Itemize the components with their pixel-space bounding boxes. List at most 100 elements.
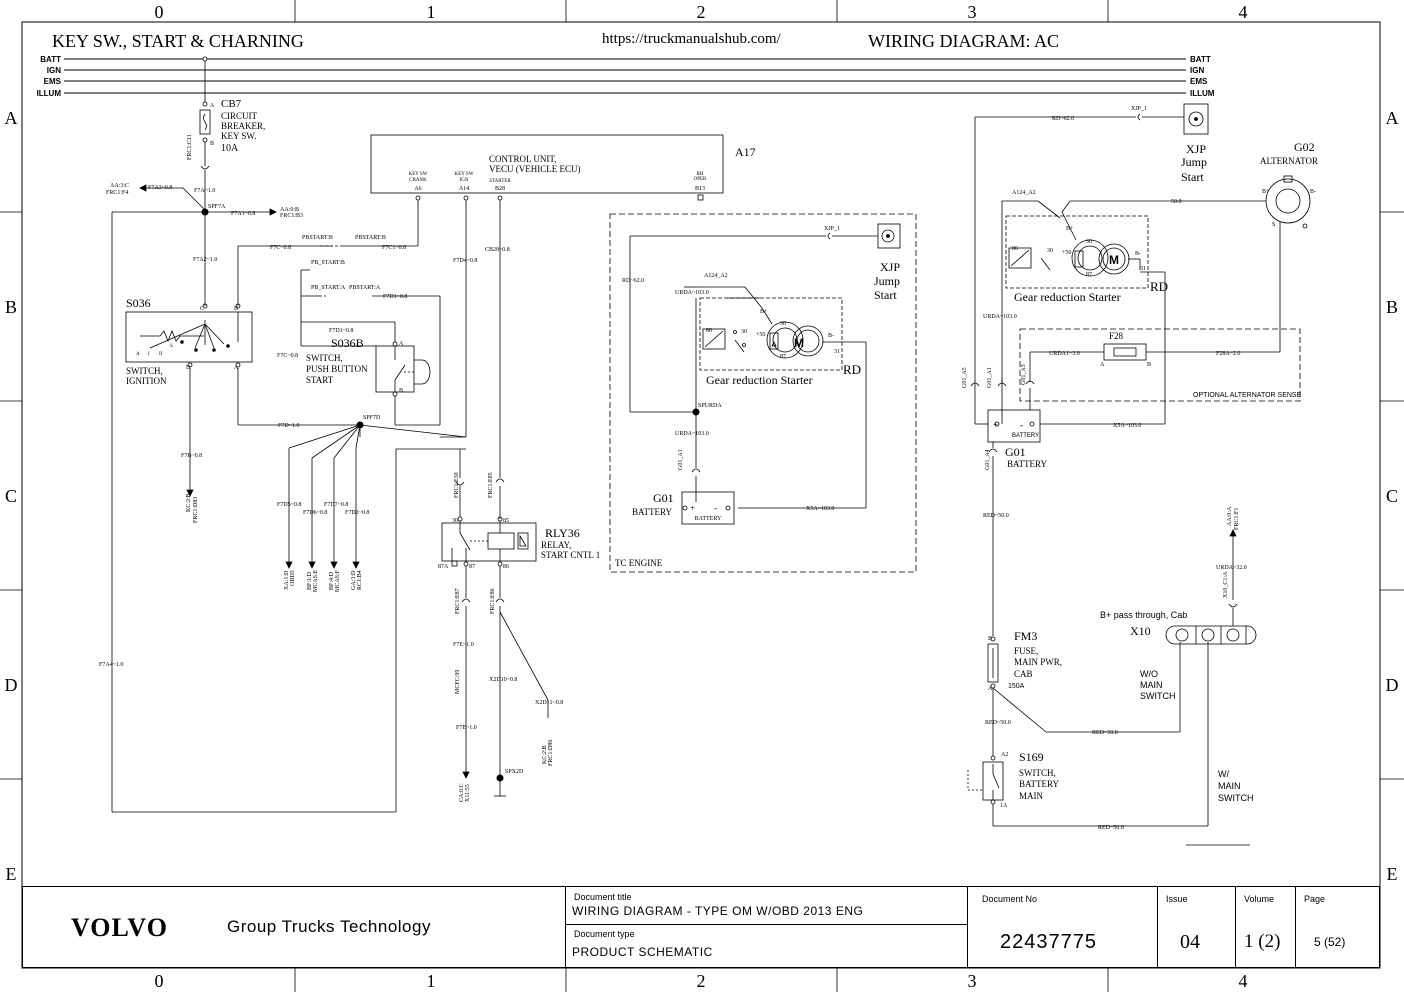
rly36-pin: 85 [503,518,509,524]
rly36-pin: 86 [503,564,509,570]
wire-label: KC:2:B [542,745,548,764]
starter-pin: 30 [1086,239,1092,245]
s036b-desc: PUSH BUTTON [306,364,368,374]
fm3-desc: CAB [1014,669,1033,679]
col-label: 4 [1239,971,1248,991]
rail-ign-label: IGN [1190,66,1204,75]
x10-label: X10 [1130,624,1151,638]
f28-pin: A [1100,362,1105,368]
starter-pin: +50 [756,332,765,338]
title-block: VOLVO Group Trucks Technology Document t… [22,886,1380,968]
wire-label: F7C1~0.8 [382,245,406,251]
wire-label: FRC1:E30 [454,472,460,498]
left-wiring [111,56,724,813]
s036-desc: IGNITION [126,376,167,386]
wire-label: PBSTART:B [355,235,386,241]
tc-engine-label: TC ENGINE [615,558,663,568]
wire-label: AA:0:B [280,207,299,213]
junctions-left [201,208,504,782]
wire-label: BF:1:D [307,571,313,590]
row-label: A [5,108,18,128]
g01-label: G01 [1005,445,1026,459]
junctions-mid: M [692,336,804,416]
wire-label: FRC1:B3 [280,213,303,219]
rail-batt-label: BATT [40,55,61,64]
g02-label: G02 [1294,140,1315,154]
starter-label: Gear reduction Starter [706,373,813,387]
page-cell: Page 5 (52) [1295,887,1379,967]
s036-pin: A [234,365,239,371]
g02-desc: ALTERNATOR [1260,156,1318,166]
wire-label: PBSTART:B [302,235,333,241]
col-label: 3 [968,971,977,991]
wire-label: FRC1:F4 [106,190,128,196]
s036-desc: SWITCH, [126,366,163,376]
starter-rd: RD [843,362,861,377]
cb7-desc: BREAKER, [221,121,265,131]
svg-text:M: M [794,336,804,350]
wire-label: F7D7~0.8 [324,502,348,508]
g01-label: G01 [653,491,674,505]
starter-pin: +50 [1062,250,1071,256]
g01-desc: BATTERY [1007,459,1048,469]
a17-desc: VECU (VEHICLE ECU) [489,164,581,174]
wire-label: F7A2~1.0 [193,257,217,263]
rly36-label: RLY36 [545,526,580,540]
starter-pin: 87 [780,354,786,360]
junction-label: SPF7D [363,415,381,421]
starter-pin: 87 [1086,272,1092,278]
starter-pin: 31 [834,349,840,355]
starter-pin: 86 [706,328,712,334]
wire-label: PB_START:B [311,260,345,266]
wire-label: RED~50.0 [985,720,1011,726]
row-label: D [1386,675,1399,695]
rail-illum-label: ILLUM [37,89,62,98]
cb7-pin-b: B [210,141,214,147]
battery-box-label: BATTERY [695,516,722,522]
wire-label: F7A1~0.8 [231,211,255,217]
source-url: https://truckmanualshub.com/ [602,31,782,47]
wire-label: F7E~1.0 [453,642,474,648]
wire-label: F7B~0.8 [181,453,202,459]
diagram-title: KEY SW., START & CHARNING [52,31,304,51]
starter-pin: 86 [1012,246,1018,252]
s036b-desc: START [306,375,334,385]
a17-desc: CONTROL UNIT, [489,154,557,164]
s036-contact: I [148,352,150,357]
right-labels: XJP Jump Start RD~62.0 XJP_1 G02 ALTERNA… [962,106,1318,831]
s036-pin: B [234,306,238,312]
s169-pin: A2 [1001,752,1008,758]
cb7-label: CB7 [221,98,242,110]
wire-label: X5A~103.0 [1113,423,1141,429]
xjp-desc: Start [874,288,897,302]
fm3-label: FM3 [1014,629,1037,643]
issue-label: Issue [1166,894,1188,904]
s169-desc: MAIN [1019,791,1043,801]
row-label: B [1386,297,1398,317]
g02-pin: B+ [1262,189,1270,195]
wire-label: RED~50.0 [983,513,1009,519]
rail-ign-label: IGN [47,66,61,75]
cb7-desc: 10A [221,143,239,154]
w-main-label: W/ [1218,769,1229,779]
right-wiring [967,103,1311,846]
rly36-pin: 87A [438,564,449,570]
wire-label: FRC1:D86 [548,740,554,766]
grid-labels: 0 1 2 3 4 0 1 2 3 4 A B C D E A B C D E [5,2,1399,991]
junction-label: SPX2D [505,769,524,775]
fm3-pin: A [988,686,993,692]
volvo-logo: VOLVO [71,913,168,942]
junction-label: SPURDA [698,403,722,409]
s036-contact: II [159,352,163,357]
wire-label: URDA1~3.0 [1049,351,1080,357]
middle-wiring [609,213,917,573]
w-main-label: MAIN [1218,781,1241,791]
page: 5 (52) [1314,935,1346,949]
doc-no-cell: Document No 22437775 [967,887,1157,967]
starter-pin: B- [828,333,834,339]
s036-contact: S [170,344,173,349]
wire-label: F7E~1.0 [456,725,477,731]
xjp-label: XJP [880,260,900,274]
